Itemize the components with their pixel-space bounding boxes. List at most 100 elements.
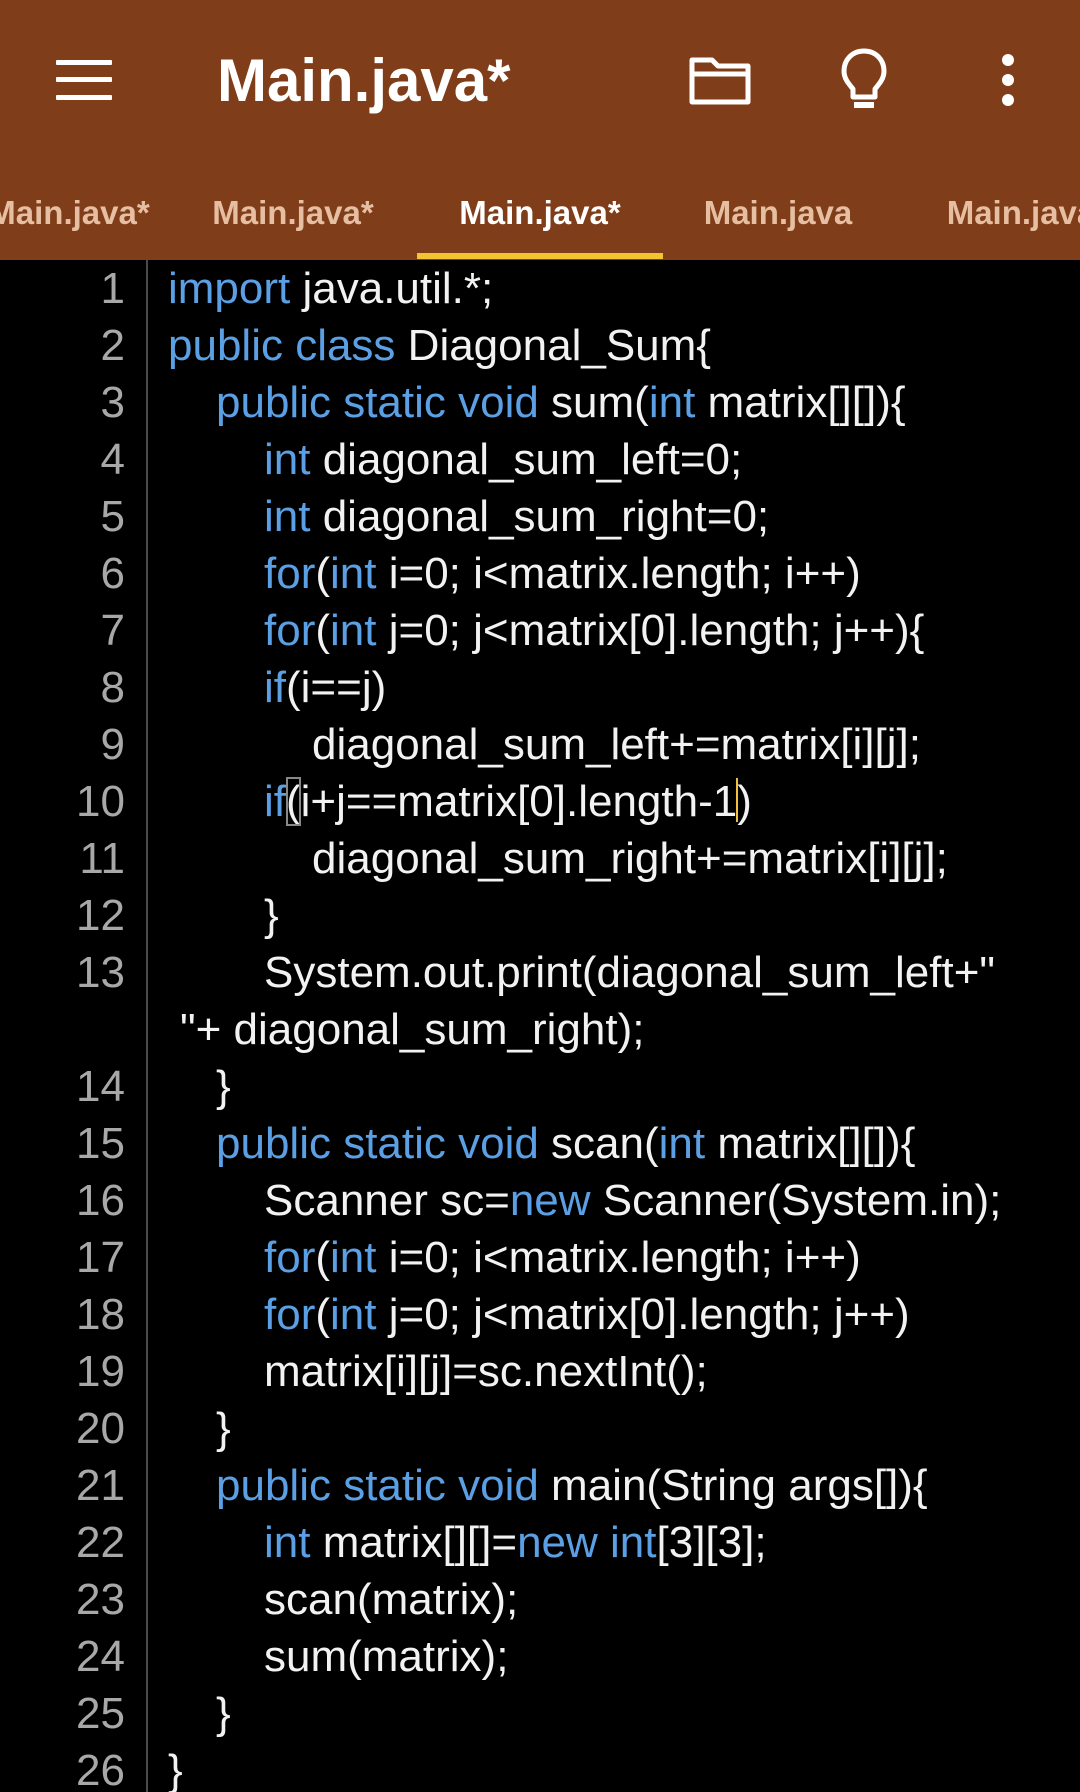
code-token: matrix[][]= xyxy=(310,1518,518,1567)
keyword-token: public class xyxy=(168,321,396,370)
code-text: public class Diagonal_Sum{ xyxy=(168,317,711,374)
line-number: 16 xyxy=(76,1176,125,1225)
code-text: for(int i=0; i<matrix.length; i++) xyxy=(264,1229,861,1286)
keyword-token: for xyxy=(264,549,316,598)
code-text: int matrix[][]=new int[3][3]; xyxy=(264,1514,767,1571)
keyword-token: for xyxy=(264,1233,316,1282)
line-number: 8 xyxy=(100,663,125,712)
page-title: Main.java* xyxy=(217,47,511,114)
line-number: 25 xyxy=(76,1689,125,1738)
line-number: 1 xyxy=(100,264,125,313)
lightbulb-icon[interactable] xyxy=(824,40,904,120)
tab-file-2[interactable]: Main.java* xyxy=(212,194,374,231)
code-token: ( xyxy=(315,1290,331,1339)
line-number: 5 xyxy=(100,492,125,541)
code-token: [3][3]; xyxy=(656,1518,767,1567)
code-token: j=0; j<matrix[0].length; j++){ xyxy=(376,606,925,655)
code-line[interactable]: 19 matrix[i][j]=sc.nextInt(); xyxy=(0,1343,1080,1400)
code-token: diagonal_sum_left=0; xyxy=(310,435,743,484)
keyword-token: int xyxy=(264,1518,311,1567)
code-text: matrix[i][j]=sc.nextInt(); xyxy=(264,1343,708,1400)
keyword-token: for xyxy=(264,1290,316,1339)
code-line[interactable]: 24 sum(matrix); xyxy=(0,1628,1080,1685)
code-text: for(int j=0; j<matrix[0].length; j++) xyxy=(264,1286,910,1343)
line-number: 24 xyxy=(76,1632,125,1681)
code-token: (i==j) xyxy=(286,663,387,712)
line-number: 10 xyxy=(76,777,125,826)
code-line[interactable]: 1 import java.util.*; xyxy=(0,260,1080,317)
menu-icon[interactable] xyxy=(56,60,112,100)
keyword-token: public static void xyxy=(216,1119,539,1168)
code-line[interactable]: "+ diagonal_sum_right); xyxy=(0,1001,1080,1058)
code-line[interactable]: 12} xyxy=(0,887,1080,944)
code-token: sum(matrix); xyxy=(264,1632,509,1681)
line-number: 11 xyxy=(79,834,125,883)
code-line[interactable]: 26} xyxy=(0,1742,1080,1792)
keyword-token: import xyxy=(168,264,291,313)
line-number: 23 xyxy=(76,1575,125,1624)
code-line[interactable]: 14} xyxy=(0,1058,1080,1115)
code-token: sum( xyxy=(538,378,649,427)
code-token: } xyxy=(264,891,279,940)
code-line[interactable]: 20} xyxy=(0,1400,1080,1457)
code-token: diagonal_sum_left+=matrix[i][j]; xyxy=(312,720,921,769)
code-line[interactable]: 3 public static void sum(int matrix[][]){ xyxy=(0,374,1080,431)
code-token: } xyxy=(216,1404,231,1453)
line-number: 20 xyxy=(76,1404,125,1453)
code-token: scan( xyxy=(538,1119,659,1168)
line-number: 14 xyxy=(76,1062,125,1111)
more-vert-icon[interactable] xyxy=(968,40,1048,120)
tab-file-4[interactable]: Main.java xyxy=(703,194,853,231)
code-line[interactable]: 25} xyxy=(0,1685,1080,1742)
line-number: 17 xyxy=(76,1233,125,1282)
code-token: matrix[i][j]=sc.nextInt(); xyxy=(264,1347,708,1396)
tab-file-1[interactable]: Main.java* xyxy=(0,194,150,231)
app-bar: Main.java* xyxy=(0,0,1080,160)
line-number: 7 xyxy=(100,606,125,655)
code-token: Scanner(System.in); xyxy=(590,1176,1002,1225)
code-text: diagonal_sum_left+=matrix[i][j]; xyxy=(312,716,921,773)
line-number: 15 xyxy=(76,1119,125,1168)
keyword-token: int xyxy=(330,1290,377,1339)
tab-file-3-active[interactable]: Main.java* xyxy=(459,194,621,231)
line-number: 26 xyxy=(76,1746,125,1792)
code-text: } xyxy=(216,1685,231,1742)
code-text: System.out.print(diagonal_sum_left+" xyxy=(264,944,995,1001)
line-number: 19 xyxy=(76,1347,125,1396)
code-token: System.out.print(diagonal_sum_left+" xyxy=(264,948,996,997)
code-token: matrix[][]){ xyxy=(705,1119,916,1168)
text-cursor xyxy=(736,778,739,822)
line-number: 3 xyxy=(100,378,125,427)
code-line[interactable]: 8 if(i==j) xyxy=(0,659,1080,716)
code-text: public static void sum(int matrix[][]){ xyxy=(216,374,906,431)
file-tabs: Main.java* Main.java* Main.java* Main.ja… xyxy=(0,160,1080,260)
code-token: java.util.*; xyxy=(290,264,494,313)
code-token: } xyxy=(216,1062,231,1111)
line-number: 21 xyxy=(76,1461,125,1510)
code-token: ( xyxy=(315,1233,331,1282)
code-text: } xyxy=(216,1400,231,1457)
keyword-token: if xyxy=(264,663,286,712)
folder-icon[interactable] xyxy=(680,40,760,120)
tab-file-5[interactable]: Main.java xyxy=(946,194,1080,231)
keyword-token: for xyxy=(264,606,316,655)
code-line[interactable]: 17 for(int i=0; i<matrix.length; i++) xyxy=(0,1229,1080,1286)
keyword-token: int xyxy=(264,435,311,484)
code-text: import java.util.*; xyxy=(168,260,493,317)
